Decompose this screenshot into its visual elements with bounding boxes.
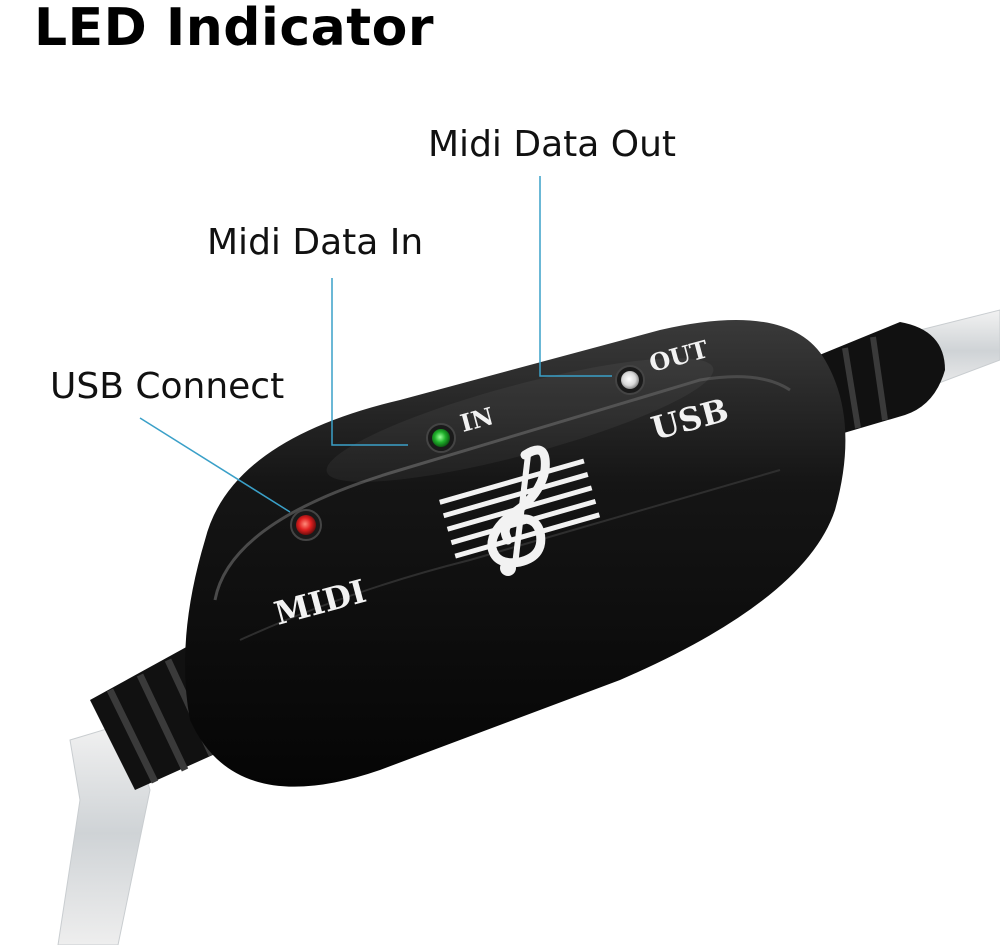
page-title: LED Indicator	[34, 0, 434, 58]
callout-midi-data-out: Midi Data Out	[428, 124, 677, 165]
treble-clef-logo	[439, 445, 601, 576]
leader-in	[331, 278, 408, 446]
led-usb-connect	[290, 509, 322, 541]
led-midi-out	[615, 365, 645, 395]
callout-usb-connect: USB Connect	[50, 366, 285, 407]
callout-midi-data-in: Midi Data In	[207, 222, 424, 263]
led-midi-in	[426, 423, 456, 453]
leader-usb	[139, 417, 291, 513]
leader-out	[539, 176, 612, 377]
leader-lines	[139, 176, 612, 513]
